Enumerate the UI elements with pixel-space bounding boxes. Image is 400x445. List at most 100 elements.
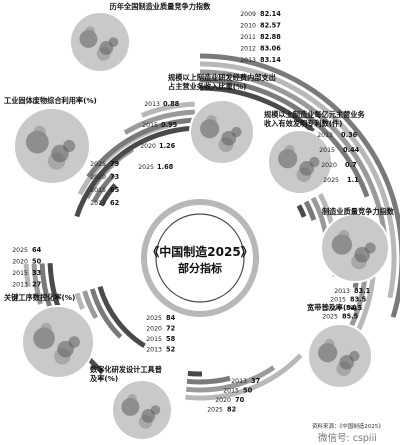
g6-year: 2025 — [146, 315, 162, 322]
g1-value: 1.68 — [157, 163, 174, 171]
g4-value: 84.5 — [346, 304, 363, 312]
center-subtitle: 部分指标 — [178, 261, 222, 275]
arc-1-0 — [98, 183, 118, 207]
photo-lab — [189, 99, 255, 165]
arc-5-2 — [31, 263, 43, 305]
arc-2-1 — [303, 200, 317, 221]
g3-value: 62 — [110, 199, 120, 207]
arc-2-0 — [296, 204, 307, 218]
g2-value: 0.36 — [341, 131, 358, 139]
g3-title: 工业固体废物综合利用率(%) — [4, 96, 97, 105]
arc-6-1 — [89, 288, 123, 339]
arc-0-4 — [199, 53, 400, 318]
arc-3-1 — [86, 117, 196, 179]
g7-title: 宽带普及率(%) — [306, 303, 357, 312]
g6-year: 2015 — [146, 336, 162, 343]
g5-value: 33 — [32, 269, 42, 277]
g5-value: 64 — [32, 246, 42, 254]
g6-value: 72 — [166, 325, 176, 333]
g4-year: 2015 — [330, 297, 346, 304]
center-disc — [155, 213, 245, 303]
g3-year: 2015 — [90, 187, 106, 194]
photo-layer — [13, 11, 390, 441]
g2-title-line: 规模以上制造业每亿元主营业务 — [263, 110, 365, 119]
g5-year: 2015 — [12, 270, 28, 277]
g5-value: 50 — [32, 258, 42, 266]
g0-value: 82.14 — [260, 10, 281, 18]
watermark: 微信号: cspiii — [318, 432, 377, 444]
arc-6-0 — [97, 285, 146, 349]
g5-title: 关键工序数控化率(%) — [4, 293, 75, 302]
photo-helmet — [69, 11, 131, 73]
center-title: 《中国制造2025》 — [147, 244, 252, 259]
photo-workshop — [21, 305, 95, 379]
g5-year: 2013 — [12, 282, 28, 289]
photo-typing — [307, 323, 373, 389]
g3-year: 2020 — [90, 174, 106, 181]
g3-year: 2013 — [90, 200, 106, 207]
g3-value: 65 — [110, 186, 120, 194]
g0-value: 82.88 — [260, 33, 281, 41]
g2-year: 2020 — [321, 162, 337, 169]
g1-title-line: 规模以上制造业研发经费内部支出 — [167, 73, 276, 82]
g7-value: 70 — [235, 396, 245, 404]
g7-value: 37 — [251, 377, 261, 385]
g0-value: 82.57 — [260, 22, 281, 30]
arc-0-2 — [199, 69, 389, 259]
g4-value: 83.5 — [350, 296, 367, 304]
g0-year: 2011 — [240, 34, 256, 41]
g0-value: 83.06 — [260, 45, 281, 53]
photo-factory — [13, 107, 91, 185]
arc-7-0 — [187, 370, 203, 377]
g7-year: 2015 — [223, 388, 239, 395]
photo-machinery — [320, 213, 390, 283]
g1-year: 2013 — [144, 101, 160, 108]
arc-layer — [23, 53, 400, 401]
g2-value: 1.1 — [347, 176, 359, 184]
g1-value: 1.26 — [159, 142, 176, 150]
g4-year: 2013 — [334, 288, 350, 295]
g0-year: 2012 — [240, 46, 256, 53]
g4-year: 2020 — [326, 305, 342, 312]
g2-value: 0.44 — [343, 146, 360, 154]
g7-year: 2025 — [207, 407, 223, 414]
g7-year: 2013 — [231, 378, 247, 385]
g6-title-line: 数字化研发设计工具普 — [90, 365, 162, 374]
arc-0-1 — [199, 77, 370, 198]
arc-0-3 — [199, 61, 397, 299]
g2-title-line: 收入有效发明专利数(件) — [264, 119, 342, 128]
g3-value: 73 — [110, 173, 120, 181]
g4-title: 制造业质量竞争力指数 — [322, 207, 395, 216]
g6-year: 2013 — [146, 347, 162, 354]
arc-7-1 — [186, 375, 231, 385]
arc-0-0 — [199, 85, 315, 134]
g4-value: 83.1 — [354, 287, 371, 295]
g7-value: 50 — [243, 387, 253, 395]
g0-year: 2013 — [240, 57, 256, 64]
g5-value: 27 — [32, 281, 42, 289]
photo-gears — [111, 379, 173, 441]
g0-year: 2009 — [240, 11, 256, 18]
inner-ring — [141, 199, 259, 317]
g6-value: 52 — [166, 346, 176, 354]
arc-3-0 — [74, 125, 196, 218]
g7-value: 82 — [227, 406, 237, 414]
g3-year: 2025 — [90, 161, 106, 168]
g1-value: 0.88 — [163, 100, 180, 108]
g5-year: 2025 — [12, 247, 28, 254]
g0-title: 历年全国制造业质量竞争力指数 — [110, 2, 211, 11]
photo-engine — [267, 129, 333, 195]
arc-7-3 — [185, 353, 303, 401]
g1-title-line: 占主营业务收入比重(%) — [168, 82, 246, 91]
g7-year: 2020 — [215, 397, 231, 404]
arc-6-3 — [74, 292, 85, 310]
arc-6-2 — [82, 290, 99, 320]
arc-3-2 — [123, 109, 195, 135]
g4-year: 2025 — [322, 314, 338, 321]
g1-year: 2015 — [142, 122, 158, 129]
g5-year: 2020 — [12, 259, 28, 266]
arc-1-1 — [91, 172, 116, 203]
